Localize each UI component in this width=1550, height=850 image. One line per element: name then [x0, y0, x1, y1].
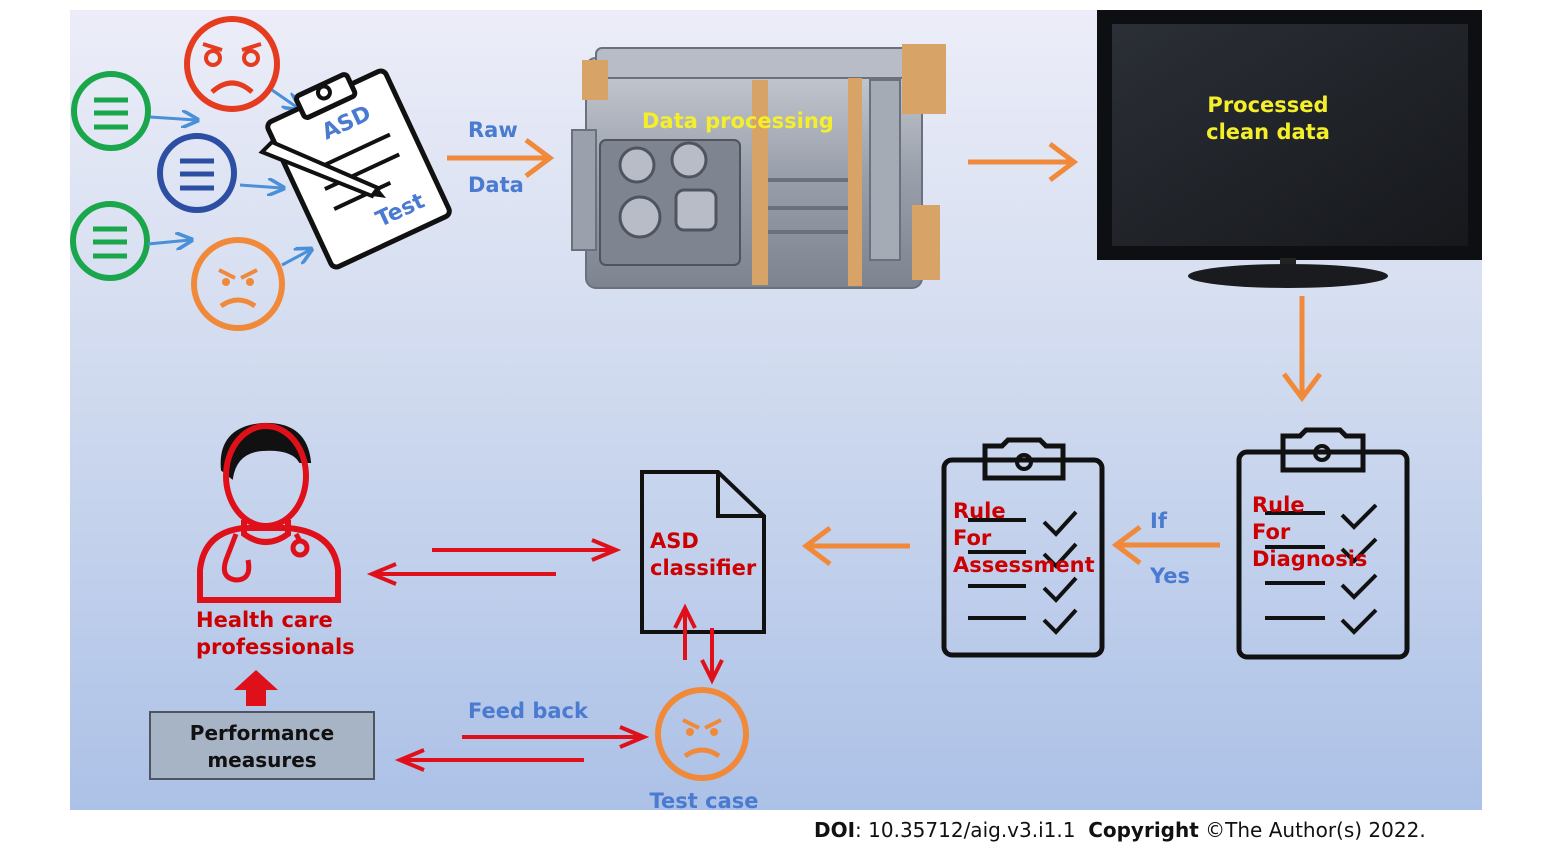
data-label: Data	[468, 173, 524, 197]
server-machine-icon	[571, 44, 946, 289]
performance-measures-label: Performance	[190, 721, 334, 745]
processing-to-monitor-arrow	[968, 142, 1079, 182]
doi-footer: DOI: 10.35712/aig.v3.i1.1 Copyright ©The…	[814, 818, 1426, 842]
monitor-icon	[1097, 10, 1482, 288]
classifier-label: classifier	[650, 556, 757, 580]
assessment-label: Assessment	[953, 553, 1095, 577]
angry-face-icon	[184, 16, 280, 112]
feedback-arrows	[394, 725, 650, 772]
neutral-face-icon	[70, 201, 150, 281]
feed-back-label: Feed back	[468, 699, 589, 723]
performance-measures-box	[149, 711, 375, 780]
test-case-label: Test case	[650, 789, 759, 813]
classifier-label: ASD	[650, 529, 699, 553]
checklist-icon	[941, 437, 1105, 658]
performance-to-professionals-arrow	[234, 670, 278, 706]
raw-label: Raw	[468, 118, 518, 142]
neutral-face-icon	[71, 71, 151, 151]
diagnosis-label: Diagnosis	[1252, 547, 1367, 571]
neutral-face-icon	[157, 133, 237, 213]
yes-label: Yes	[1149, 564, 1190, 588]
data-processing-label: Data processing	[642, 109, 834, 133]
document-icon	[640, 470, 766, 634]
assessment-to-classifier-arrow	[801, 526, 910, 566]
if-label: If	[1150, 509, 1168, 533]
diagnosis-label: Rule	[1252, 493, 1305, 517]
face-to-test-arrows	[147, 88, 310, 267]
health-care-professionals-label: Health care	[196, 608, 333, 632]
processed-data-label: Processed	[1207, 93, 1328, 117]
diagnosis-label: For	[1252, 520, 1291, 544]
raw-data-arrow	[447, 138, 555, 178]
stethoscope-icon	[221, 532, 310, 583]
copyright-label: Copyright	[1088, 818, 1199, 842]
performance-measures-label: measures	[207, 748, 316, 772]
pencil-icon	[258, 139, 386, 199]
doi-value: : 10.35712/aig.v3.i1.1	[855, 818, 1076, 842]
classifier-testcase-arrows	[673, 603, 724, 685]
doi-label: DOI	[814, 818, 856, 842]
assessment-label: For	[953, 526, 992, 550]
clipboard-icon: ASD Test	[265, 68, 452, 270]
assessment-label: Rule	[953, 499, 1006, 523]
angry-face-icon	[655, 687, 749, 781]
checklist-icon	[1236, 427, 1410, 660]
doctor-icon	[197, 422, 341, 603]
copyright-value: ©The Author(s) 2022.	[1198, 818, 1426, 842]
processed-data-label: clean data	[1206, 120, 1330, 144]
classifier-professionals-arrows	[366, 538, 622, 586]
health-care-professionals-label: professionals	[196, 635, 355, 659]
angry-face-icon	[191, 237, 285, 331]
monitor-to-diagnosis-arrow	[1282, 296, 1322, 403]
diagnosis-to-assessment-arrow	[1111, 525, 1220, 565]
